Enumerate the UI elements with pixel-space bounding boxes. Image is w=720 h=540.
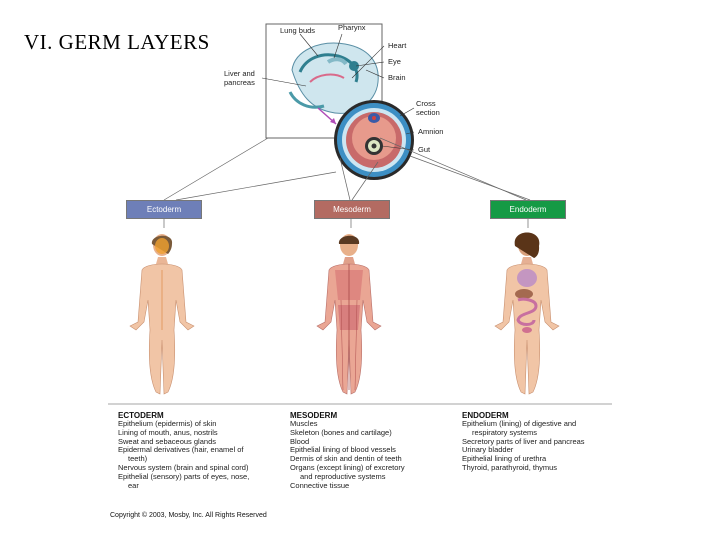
endoderm-column: ENDODERM Epithelium (lining) of digestiv… [462, 411, 585, 473]
ectoderm-figure [129, 234, 195, 395]
label-eye: Eye [388, 57, 401, 66]
endoderm-box: Endoderm [490, 200, 566, 219]
endoderm-item: Secretory parts of liver and pancreas [462, 436, 585, 446]
ectoderm-item: teeth) [128, 454, 148, 464]
endoderm-item: Thyroid, parathyroid, thymus [462, 462, 558, 472]
layer-connectors [163, 137, 531, 201]
label-cross: Cross [416, 99, 436, 108]
endoderm-title: ENDODERM [462, 411, 509, 420]
mesoderm-item: Connective tissue [290, 480, 350, 490]
mesoderm-figure [316, 234, 382, 395]
label-pancreas: pancreas [224, 78, 255, 87]
ectoderm-item: Epithelial (sensory) parts of eyes, nose… [118, 471, 250, 481]
slide-title: VI. GERM LAYERS [24, 30, 210, 54]
label-lung-buds: Lung buds [280, 26, 316, 35]
label-leaders [261, 33, 415, 151]
cross-section-illustration [334, 100, 414, 180]
label-brain: Brain [388, 73, 406, 82]
embryo-illustration [288, 42, 379, 114]
endoderm-item: Epithelium (lining) of digestive and [462, 419, 577, 428]
mesoderm-item: Muscles [290, 419, 318, 428]
endoderm-item: Epithelial lining of urethra [462, 454, 547, 464]
mesoderm-box: Mesoderm [314, 200, 390, 219]
ectoderm-item: ear [128, 480, 139, 490]
mesoderm-item: Skeleton (bones and cartilage) [290, 427, 392, 437]
mesoderm-item: Blood [290, 436, 310, 446]
copyright-notice: Copyright © 2003, Mosby, Inc. All Rights… [110, 512, 267, 519]
endoderm-item: respiratory systems [472, 427, 538, 437]
ectoderm-item: Epidermal derivatives (hair, enamel of [118, 445, 244, 455]
label-gut: Gut [418, 145, 431, 154]
mesoderm-item: Epithelial lining of blood vessels [290, 445, 396, 455]
label-section: section [416, 108, 440, 117]
ectoderm-item: Lining of mouth, anus, nostrils [118, 427, 218, 437]
ectoderm-box: Ectoderm [126, 200, 202, 219]
ectoderm-item: Nervous system (brain and spinal cord) [118, 462, 249, 472]
mesoderm-item: Dermis of skin and dentin of teeth [290, 454, 402, 464]
mesoderm-item: Organs (except lining) of excretory [290, 462, 405, 472]
mesoderm-title: MESODERM [290, 411, 338, 420]
endoderm-figure [494, 232, 560, 395]
label-amnion: Amnion [418, 127, 444, 136]
ectoderm-title: ECTODERM [118, 411, 164, 420]
mesoderm-item: and reproductive systems [300, 471, 386, 481]
label-liver: Liver and [224, 69, 255, 78]
label-heart: Heart [388, 41, 407, 50]
ectoderm-item: Epithelium (epidermis) of skin [118, 419, 217, 428]
label-pharynx: Pharynx [338, 23, 366, 32]
ectoderm-item: Sweat and sebaceous glands [118, 436, 216, 446]
endoderm-item: Urinary bladder [462, 445, 514, 455]
